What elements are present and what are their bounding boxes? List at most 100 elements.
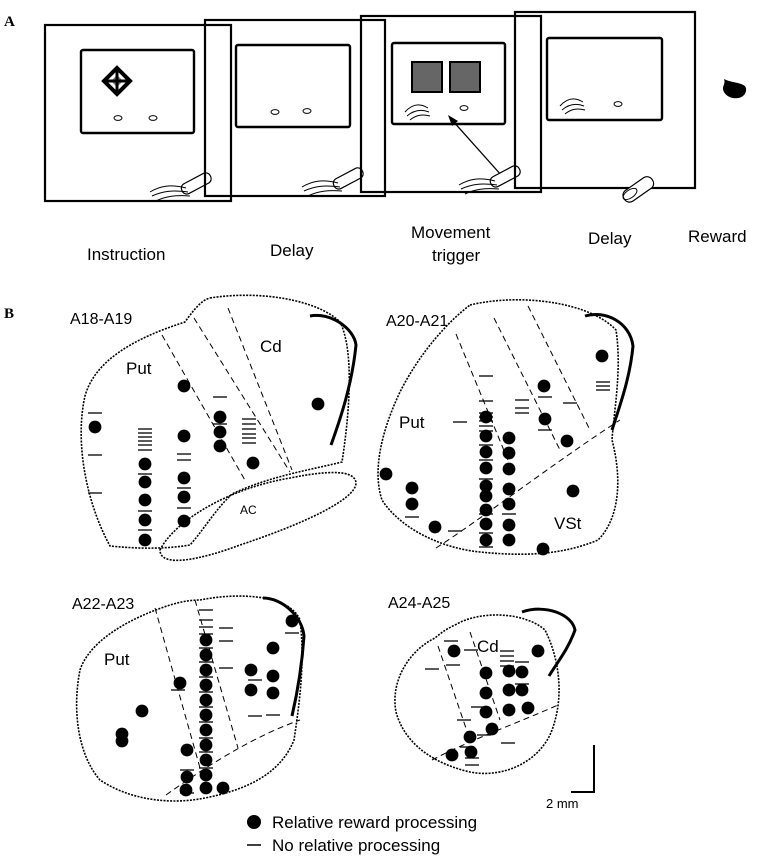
relative-reward-neuron-dot (479, 686, 493, 700)
relative-reward-neuron-dot (199, 693, 213, 707)
relative-reward-neuron-dot (246, 456, 260, 470)
relative-reward-neuron-dot (537, 379, 551, 393)
instruction-cue-icon (101, 65, 133, 97)
stage-label-movement: Movement (411, 223, 491, 242)
stage-label-reward: Reward (688, 227, 747, 246)
ventricle-wall (309, 313, 358, 446)
relative-reward-neuron-dot (135, 704, 149, 718)
stage-instruction-screen (43, 23, 233, 203)
relative-reward-neuron-dot (199, 768, 213, 782)
relative-reward-neuron-dot (311, 397, 325, 411)
relative-reward-neuron-dot (502, 683, 516, 697)
section-label-a22-a23: A22-A23 (72, 596, 134, 613)
relative-reward-neuron-dot (538, 412, 552, 426)
relative-reward-neuron-dot (445, 748, 459, 762)
relative-reward-neuron-dot (180, 743, 194, 757)
scale-bar-label: 2 mm (546, 796, 579, 811)
hand-on-lever-icon (301, 167, 364, 197)
relative-reward-neuron-dot (515, 665, 529, 679)
legend-dot-marker (247, 815, 261, 829)
relative-reward-neuron-dot (244, 663, 258, 677)
relative-reward-neuron-dot (213, 425, 227, 439)
relative-reward-neuron-dot (173, 676, 187, 690)
scale-bar (571, 745, 595, 793)
movement-arrow (451, 119, 503, 177)
region-label-ac: AC (240, 503, 257, 517)
relative-reward-neuron-dot (199, 781, 213, 795)
relative-reward-neuron-dot (536, 542, 550, 556)
relative-reward-neuron-dot (479, 489, 493, 503)
section-a18-a19: A18-A19 Put Cd AC (70, 294, 358, 562)
relative-reward-neuron-dot (88, 420, 102, 434)
relative-reward-neuron-dot (502, 482, 516, 496)
relative-reward-neuron-dot (199, 753, 213, 767)
relative-reward-neuron-dot (199, 708, 213, 722)
relative-reward-neuron-dot (464, 745, 478, 759)
stage-label-delay-1: Delay (270, 241, 314, 260)
relative-reward-neuron-dot (515, 683, 529, 697)
relative-reward-neuron-dot (479, 461, 493, 475)
stage-delay-screen (203, 18, 387, 198)
relative-reward-neuron-dot (447, 644, 461, 658)
hand-on-lever-icon (458, 165, 521, 195)
relative-reward-neuron-dot (138, 513, 152, 527)
region-label-cd: Cd (477, 637, 499, 656)
stage-movement-trigger-screen (359, 14, 543, 195)
stage-label-trigger: trigger (432, 246, 481, 265)
anterior-commissure-outline (159, 471, 357, 562)
panel-b-letter: B (4, 306, 14, 322)
relative-reward-neuron-dot (479, 479, 493, 493)
section-label-a20-a21: A20-A21 (386, 313, 448, 330)
region-label-vst: VSt (554, 514, 582, 533)
relative-reward-neuron-dot (285, 614, 299, 628)
legend-label-dash: No relative processing (272, 836, 440, 855)
relative-reward-neuron-dot (502, 703, 516, 717)
relative-reward-neuron-dot (428, 520, 442, 534)
striatum-outline (394, 614, 560, 775)
relative-reward-neuron-dot (177, 471, 191, 485)
relative-reward-neuron-dot (502, 664, 516, 678)
relative-reward-neuron-dot (199, 648, 213, 662)
relative-reward-neuron-dot (199, 663, 213, 677)
relative-reward-neuron-dot (379, 467, 393, 481)
relative-reward-neuron-dot (115, 734, 129, 748)
relative-reward-neuron-dot (244, 683, 258, 697)
relative-reward-neuron-dot (216, 781, 230, 795)
relative-reward-neuron-dot (179, 783, 193, 797)
panel-a-letter: A (4, 14, 15, 30)
relative-reward-neuron-dot (502, 497, 516, 511)
region-label-put: Put (399, 413, 425, 432)
legend-label-dot: Relative reward processing (272, 813, 477, 832)
relative-reward-neuron-dot (138, 475, 152, 489)
relative-reward-neuron-dot (138, 493, 152, 507)
hand-on-lever-icon (149, 172, 212, 202)
relative-reward-neuron-dot (213, 410, 227, 424)
relative-reward-neuron-dot (463, 730, 477, 744)
striatum-outline (80, 294, 351, 549)
relative-reward-neuron-dot (405, 497, 419, 511)
relative-reward-neuron-dot (479, 503, 493, 517)
neuron-markers (88, 349, 610, 797)
relative-reward-neuron-dot (199, 633, 213, 647)
ventricle-wall (584, 313, 635, 431)
relative-reward-neuron-dot (521, 701, 535, 715)
legend: Relative reward processing No relative p… (247, 813, 477, 855)
relative-reward-neuron-dot (213, 439, 227, 453)
relative-reward-neuron-dot (199, 738, 213, 752)
stage-label-instruction: Instruction (87, 245, 165, 264)
relative-reward-neuron-dot (502, 446, 516, 460)
relative-reward-neuron-dot (177, 490, 191, 504)
relative-reward-neuron-dot (479, 517, 493, 531)
empty-lever-icon (622, 176, 655, 203)
section-label-a24-a25: A24-A25 (388, 595, 450, 612)
ventricle-wall (262, 596, 306, 717)
section-label-a18-a19: A18-A19 (70, 311, 132, 328)
relative-reward-neuron-dot (138, 457, 152, 471)
stage-label-delay-2: Delay (588, 229, 632, 248)
relative-reward-neuron-dot (180, 770, 194, 784)
region-label-put: Put (104, 650, 130, 669)
relative-reward-neuron-dot (479, 445, 493, 459)
relative-reward-neuron-dot (502, 462, 516, 476)
relative-reward-neuron-dot (177, 379, 191, 393)
